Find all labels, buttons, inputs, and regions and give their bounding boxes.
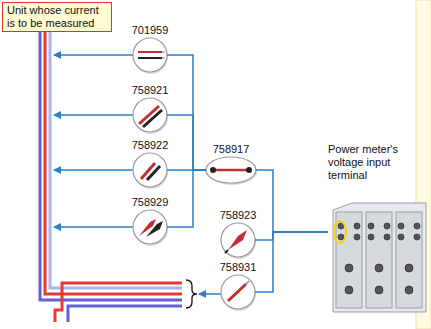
power-meter: Power meter's voltage input terminal xyxy=(328,204,426,312)
probe-circle: 758923 xyxy=(221,223,255,257)
part-number: 758929 xyxy=(132,196,169,209)
lead-arrows xyxy=(54,55,221,294)
probe-circle: 758921 xyxy=(133,98,167,132)
connector xyxy=(256,170,328,232)
part-number: 758931 xyxy=(220,261,257,274)
probe-circle: 701959 xyxy=(133,38,167,72)
probe-circle: 758922 xyxy=(133,153,167,187)
probe-icons xyxy=(133,38,257,311)
probe-circle: 758929 xyxy=(133,210,167,244)
unit-box: Unit whose current is to be measured xyxy=(2,2,112,32)
unit-label: Unit whose current is to be measured xyxy=(7,4,107,30)
part-number: 701959 xyxy=(132,24,169,37)
connector xyxy=(167,115,206,170)
connector xyxy=(255,232,328,292)
brace xyxy=(186,280,197,308)
unit-wires xyxy=(40,30,182,322)
connector xyxy=(255,232,328,240)
meter-label: Power meter's voltage input terminal xyxy=(328,143,416,182)
part-number: 758922 xyxy=(132,139,169,152)
part-number: 758917 xyxy=(213,143,250,156)
connector xyxy=(167,170,206,227)
part-number: 758921 xyxy=(132,84,169,97)
probe-circle: 758931 xyxy=(221,275,255,309)
part-number: 758923 xyxy=(220,209,257,222)
adapter-ellipse: 758917 xyxy=(206,157,256,183)
connector xyxy=(167,55,206,170)
power-meter xyxy=(333,203,426,312)
